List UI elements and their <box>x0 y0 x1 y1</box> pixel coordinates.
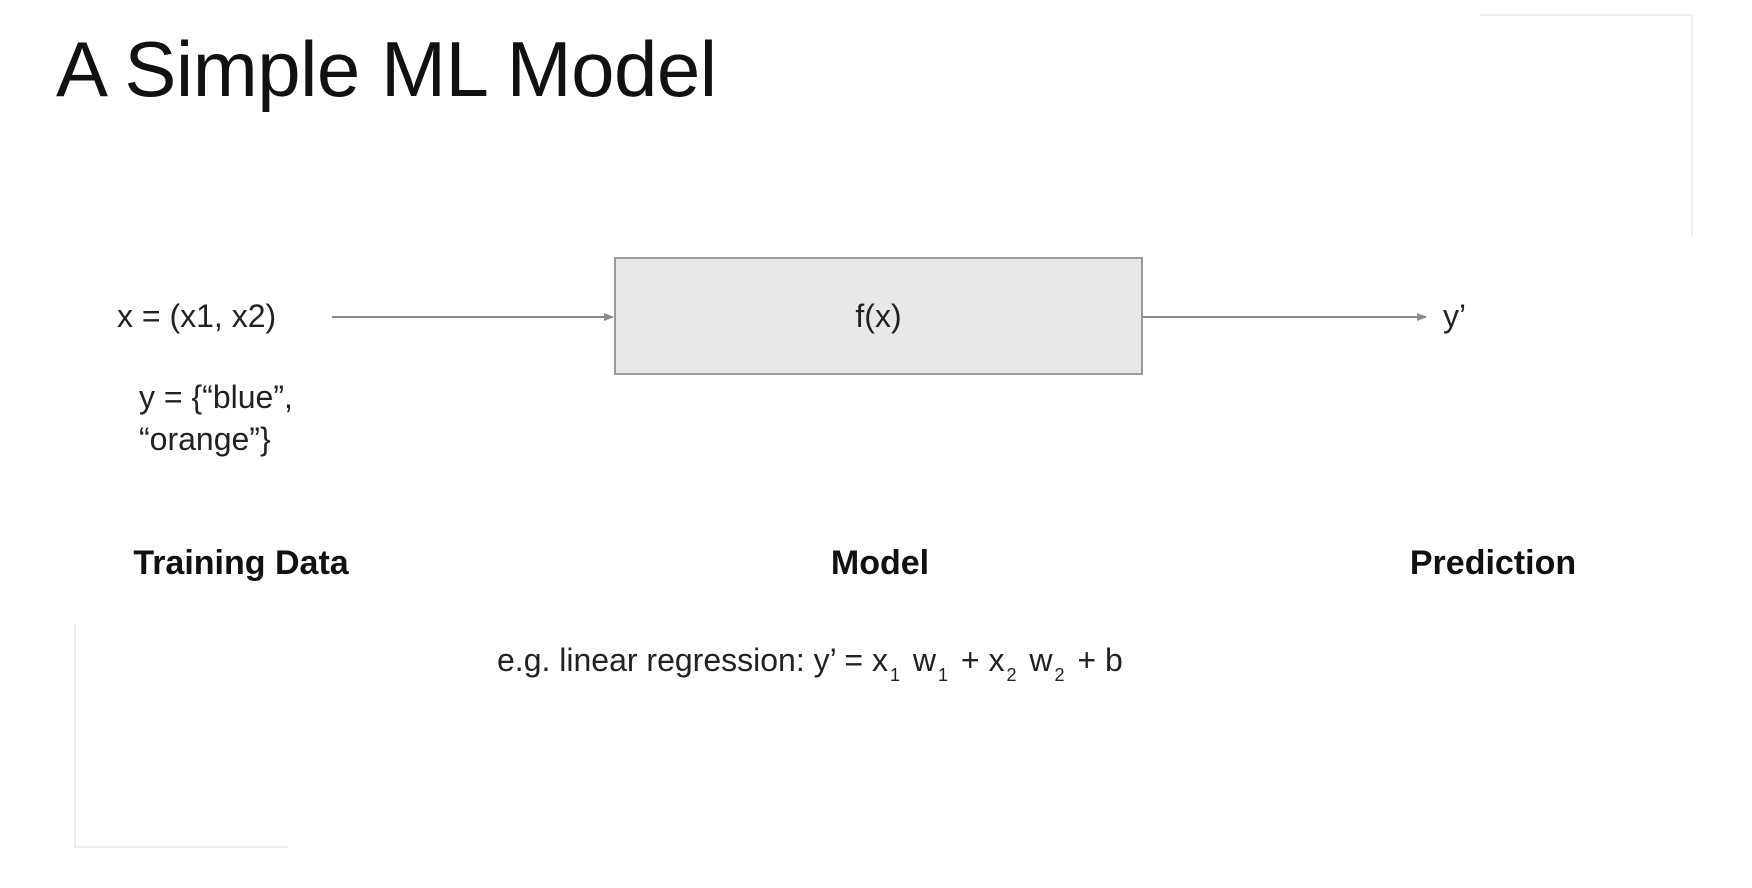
decorative-frame-top-right <box>1480 14 1693 236</box>
section-label-model: Model <box>830 544 930 582</box>
subscript-w1: 1 <box>938 665 949 685</box>
label-set-line-1: y = {“blue”, <box>139 379 293 415</box>
section-label-training-data: Training Data <box>133 544 349 582</box>
example-prefix: e.g. linear regression: y’ = x <box>497 642 888 678</box>
subscript-w2: 2 <box>1054 665 1065 685</box>
example-plus-x2: + x <box>952 642 1005 678</box>
example-w1: w <box>904 642 937 678</box>
subscript-x2: 2 <box>1006 665 1017 685</box>
decorative-frame-bottom-left <box>74 624 288 848</box>
subscript-x1: 1 <box>890 665 901 685</box>
example-w2: w <box>1020 642 1053 678</box>
label-set: y = {“blue”, “orange”} <box>139 376 293 460</box>
prediction-output-label: y’ <box>1443 298 1467 334</box>
label-set-line-2: “orange”} <box>139 421 271 457</box>
input-features-label: x = (x1, x2) <box>117 298 277 334</box>
slide-title: A Simple ML Model <box>56 25 717 113</box>
model-function-label: f(x) <box>855 297 902 334</box>
example-bias: + b <box>1068 642 1123 678</box>
section-label-prediction: Prediction <box>1409 544 1577 582</box>
model-box: f(x) <box>614 257 1143 375</box>
